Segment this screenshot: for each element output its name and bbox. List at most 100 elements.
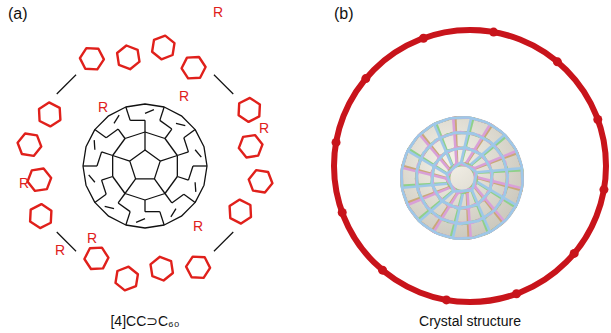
benzene-ring bbox=[151, 257, 173, 281]
single-bonds bbox=[57, 75, 234, 252]
substituent-label: R bbox=[19, 176, 29, 190]
cage-bonds bbox=[447, 162, 477, 191]
benzene-ring bbox=[18, 134, 42, 156]
double-bond bbox=[171, 209, 176, 217]
bond bbox=[106, 129, 118, 138]
benzene-ring bbox=[230, 200, 251, 224]
bond bbox=[165, 177, 177, 194]
cage-bond bbox=[397, 164, 446, 178]
bond bbox=[126, 107, 130, 120]
pentagon bbox=[130, 150, 160, 179]
cage-bond bbox=[471, 131, 509, 164]
bond bbox=[102, 180, 107, 194]
benzene-ring bbox=[28, 169, 52, 191]
atom bbox=[489, 28, 498, 37]
bond bbox=[165, 138, 177, 155]
single-bond bbox=[57, 75, 76, 94]
atom bbox=[599, 185, 608, 194]
bond bbox=[97, 152, 102, 166]
cage-bond bbox=[415, 191, 453, 224]
bond bbox=[177, 155, 178, 176]
benzene-ring bbox=[239, 135, 263, 157]
benzene-ring bbox=[186, 257, 210, 278]
double-bond bbox=[89, 175, 95, 182]
panel-letter: (a) bbox=[8, 6, 28, 22]
single-bond bbox=[214, 75, 233, 94]
benzene-ring bbox=[39, 102, 60, 126]
bond bbox=[118, 129, 125, 138]
bond bbox=[113, 138, 125, 155]
ring-atoms bbox=[332, 28, 609, 305]
benzene-ring bbox=[152, 36, 174, 60]
atom bbox=[332, 138, 341, 147]
cage-bonds bbox=[416, 132, 508, 223]
benzene-ring bbox=[80, 48, 104, 69]
cage-bonds bbox=[402, 118, 522, 238]
bond bbox=[184, 130, 195, 138]
bond bbox=[95, 130, 106, 138]
cage-bond bbox=[477, 182, 520, 208]
bond bbox=[102, 152, 113, 156]
benzene-ring bbox=[249, 170, 273, 192]
bond bbox=[160, 155, 177, 161]
bond bbox=[144, 132, 145, 150]
bond bbox=[144, 120, 145, 132]
fullerene-sphere bbox=[400, 116, 524, 240]
cage-bond bbox=[432, 119, 452, 165]
bond bbox=[145, 132, 165, 138]
bond bbox=[95, 194, 106, 202]
double-bond bbox=[195, 150, 201, 157]
atom bbox=[570, 249, 579, 258]
bond bbox=[118, 203, 130, 212]
cage-bond bbox=[452, 194, 463, 243]
cage-bonds bbox=[401, 117, 522, 238]
bond bbox=[145, 211, 160, 212]
bond bbox=[160, 107, 164, 120]
double-bond bbox=[145, 110, 154, 114]
atom bbox=[593, 115, 602, 124]
bond bbox=[165, 194, 172, 203]
panel-caption: [4]CC⊃C₆₀ bbox=[110, 314, 179, 328]
cage-bond bbox=[478, 178, 527, 192]
double-bond bbox=[94, 140, 96, 150]
bond bbox=[160, 120, 172, 129]
bond bbox=[125, 132, 145, 138]
substituent-label: R bbox=[193, 219, 203, 233]
fullerene-structure bbox=[83, 104, 207, 228]
bond bbox=[130, 120, 145, 121]
fullerene-wireframe bbox=[396, 112, 527, 243]
bond bbox=[165, 129, 172, 138]
fullerene-outline bbox=[83, 104, 207, 228]
panel-letter: (b) bbox=[334, 6, 354, 22]
substituent-label: R bbox=[259, 121, 269, 135]
benzene-ring bbox=[239, 98, 260, 122]
bond bbox=[177, 177, 188, 181]
double-bond bbox=[194, 182, 196, 192]
bond bbox=[125, 179, 136, 194]
cage-bond bbox=[453, 113, 457, 163]
substituent-label: R bbox=[213, 5, 223, 19]
bond bbox=[145, 194, 165, 200]
double-bond bbox=[136, 219, 145, 223]
bond bbox=[184, 194, 195, 202]
atom bbox=[378, 266, 387, 275]
cage-bonds bbox=[402, 118, 523, 239]
atom bbox=[419, 34, 428, 43]
bond bbox=[144, 200, 145, 212]
bond bbox=[125, 194, 145, 200]
atom bbox=[512, 289, 521, 298]
benzene-ring bbox=[117, 46, 139, 70]
atom bbox=[338, 208, 347, 217]
cage-bonds bbox=[416, 133, 507, 224]
benzene-ring bbox=[84, 248, 108, 269]
benzene-ring bbox=[182, 57, 206, 78]
benzene-ring bbox=[30, 204, 51, 228]
atom bbox=[361, 74, 370, 83]
bond bbox=[83, 165, 97, 166]
double-bond bbox=[176, 123, 185, 125]
bond bbox=[177, 152, 188, 156]
double-bond bbox=[105, 206, 114, 208]
benzene-ring bbox=[116, 267, 138, 291]
atom bbox=[553, 57, 562, 66]
crystal-ring bbox=[334, 30, 606, 302]
